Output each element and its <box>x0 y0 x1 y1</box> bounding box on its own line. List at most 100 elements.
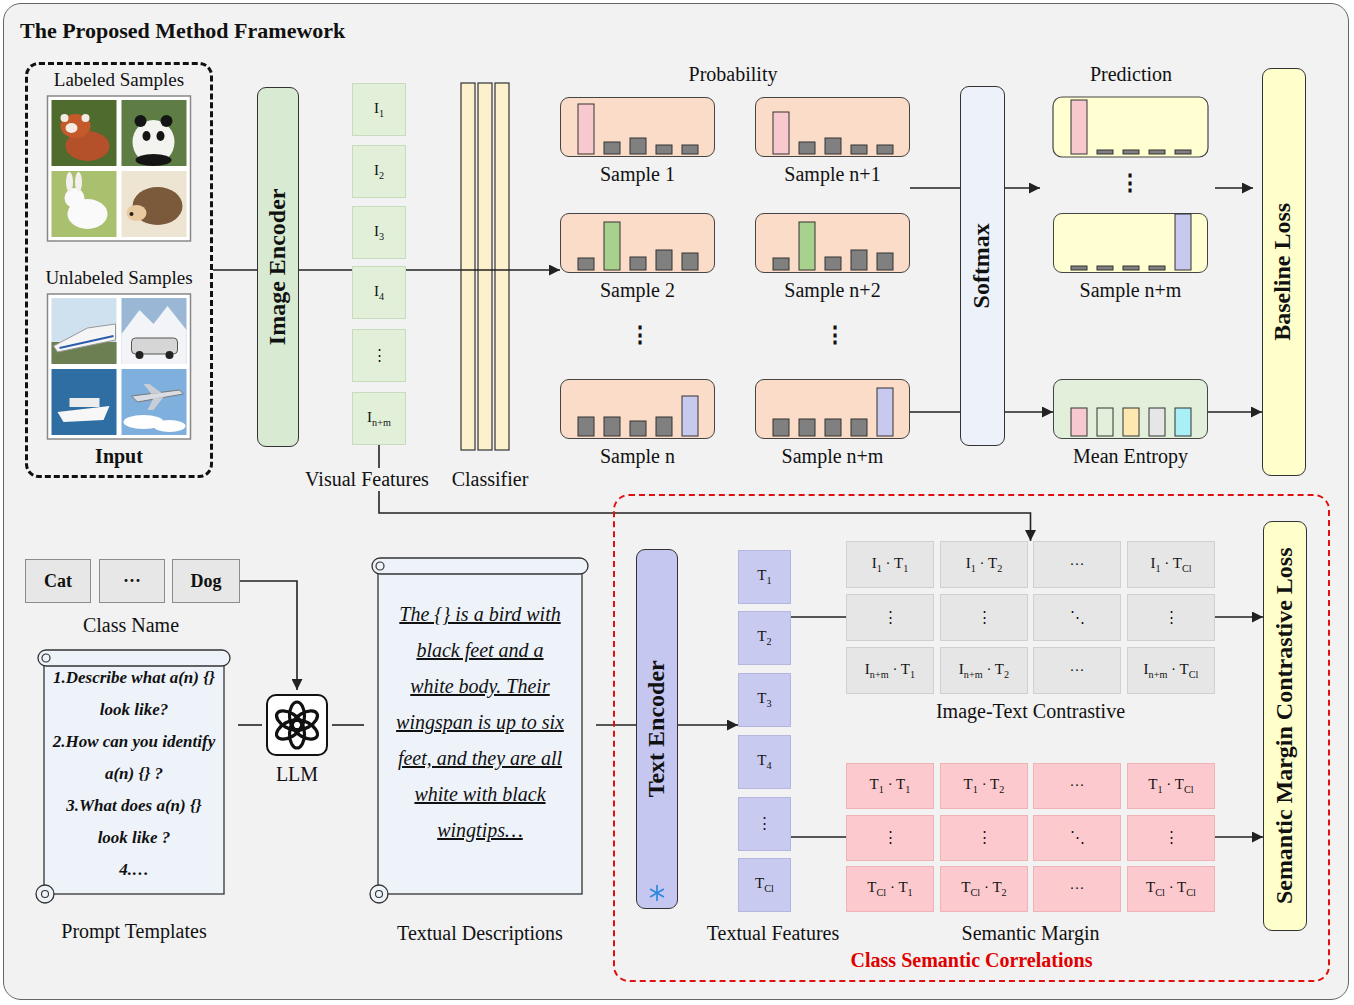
similarity-matrix: Image-Text ContrastiveI1 · T1I1 · T2···I… <box>846 541 1215 723</box>
text-slot: ··· <box>1034 764 1120 808</box>
text-slot: Dog <box>173 560 239 602</box>
bar <box>773 112 789 154</box>
g-shape <box>48 96 191 241</box>
ellipse-shape <box>66 172 73 192</box>
bar <box>851 419 867 436</box>
rect-shape <box>1123 150 1139 154</box>
text-slot: In+m <box>353 393 405 444</box>
label-text: Prompt Templates <box>61 920 206 943</box>
text-slot: Sample 1 <box>560 160 715 188</box>
bar <box>604 222 620 270</box>
path-shape <box>54 324 116 352</box>
class-name-box: Dog <box>172 559 240 603</box>
label-text: ··· <box>123 571 141 592</box>
text-slot: Textual Descriptions <box>364 920 596 946</box>
feature-box: I4 <box>352 266 406 319</box>
text-slot: Sample n+m <box>755 442 910 470</box>
label-text: Mean Entropy <box>1073 445 1188 468</box>
connector <box>910 411 960 413</box>
bar <box>1097 408 1113 436</box>
label-text: I2 <box>374 162 384 182</box>
text-slot: I1 · T2 <box>941 542 1027 587</box>
subscript: 1 <box>905 784 910 795</box>
text-slot: Sample n+2 <box>755 276 910 304</box>
label-text: ⋮ <box>883 609 898 626</box>
label-text: Cat <box>44 571 72 592</box>
label-text: Textual Descriptions <box>397 922 563 945</box>
bar <box>656 417 672 436</box>
snowflake-arm <box>650 889 664 897</box>
module-box: Text Encoder <box>636 549 678 909</box>
subscript: 1 <box>908 887 913 898</box>
dashed-region: Class Semantic CorrelationsText EncoderT… <box>613 494 1330 982</box>
ellipse-shape <box>143 131 151 141</box>
bar <box>1123 266 1139 270</box>
subscript: n+m <box>870 669 889 680</box>
bar <box>877 253 893 270</box>
module-box: Baseline Loss <box>1262 68 1306 476</box>
text-slot: Prediction <box>1031 61 1231 87</box>
bar <box>578 417 594 436</box>
scroll-roll <box>38 650 230 666</box>
connector <box>1208 411 1262 413</box>
connector <box>678 724 738 726</box>
probability-box: Sample n+2 <box>755 213 910 309</box>
probability-box: Sample n+m <box>1053 213 1208 309</box>
bar <box>630 421 646 436</box>
label-text: In+m · T1 <box>865 661 915 681</box>
ellipse-shape <box>154 420 186 432</box>
bar <box>825 419 841 436</box>
bar <box>630 257 646 270</box>
rect-shape <box>478 83 492 450</box>
llm-node: LLM <box>262 690 332 792</box>
label-text: ⋮ <box>1164 609 1179 626</box>
feature-box: T4 <box>738 735 791 789</box>
matrix-cell: In+m · T2 <box>940 647 1028 694</box>
label-text: LLM <box>276 763 318 786</box>
frozen-icon <box>648 884 666 902</box>
rect-shape <box>122 171 187 237</box>
bar <box>799 419 815 436</box>
scroll-text: 1.Describe what a(n) {} look like? <box>52 662 216 726</box>
subscript: 1 <box>1158 784 1163 795</box>
caption-label: Textual Features <box>707 922 839 945</box>
bar <box>799 142 815 154</box>
subscript: n+m <box>964 669 983 680</box>
label-text: Semantic Margin Contrastive Loss <box>1271 547 1299 904</box>
text-slot: TCl <box>739 859 790 911</box>
label-text: ··· <box>1070 662 1085 679</box>
classifier-bars <box>461 83 509 450</box>
prediction-box-top <box>1053 97 1208 157</box>
bar <box>851 250 867 270</box>
label-text: Unlabeled Samples <box>45 267 192 289</box>
label-text: Sample n+1 <box>784 163 880 186</box>
ellipse-shape <box>157 131 165 141</box>
input-region: InputLabeled SamplesUnlabeled Samples <box>25 62 213 478</box>
caption-label: Probability <box>689 63 778 86</box>
scroll-text: 4.… <box>52 854 216 886</box>
connector <box>791 616 846 618</box>
subscript: 1 <box>379 108 384 119</box>
probability-box: Sample n+1 <box>755 97 910 193</box>
caption-label: ⋮ <box>824 322 846 347</box>
flow-arrow <box>1005 187 1040 189</box>
subscript: 2 <box>1002 887 1007 898</box>
scroll-text: 2.How can you identify a(n) {} ? <box>52 726 216 790</box>
rect-shape <box>48 294 191 439</box>
circle-shape <box>130 212 134 216</box>
rect-shape <box>122 100 187 166</box>
bar-chart <box>755 97 910 157</box>
label-text: TCl · T2 <box>961 879 1006 899</box>
label-text: T1 · T2 <box>964 776 1005 796</box>
subscript: 1 <box>971 563 976 574</box>
bar <box>877 388 893 436</box>
subscript: Cl <box>764 883 774 894</box>
path-shape <box>122 306 187 364</box>
bar <box>773 258 789 270</box>
matrix-cell: TCl · TCl <box>1127 866 1215 912</box>
label-text: Labeled Samples <box>54 69 184 91</box>
connector <box>240 581 297 690</box>
bar <box>825 257 841 270</box>
feature-box: T2 <box>738 611 791 665</box>
